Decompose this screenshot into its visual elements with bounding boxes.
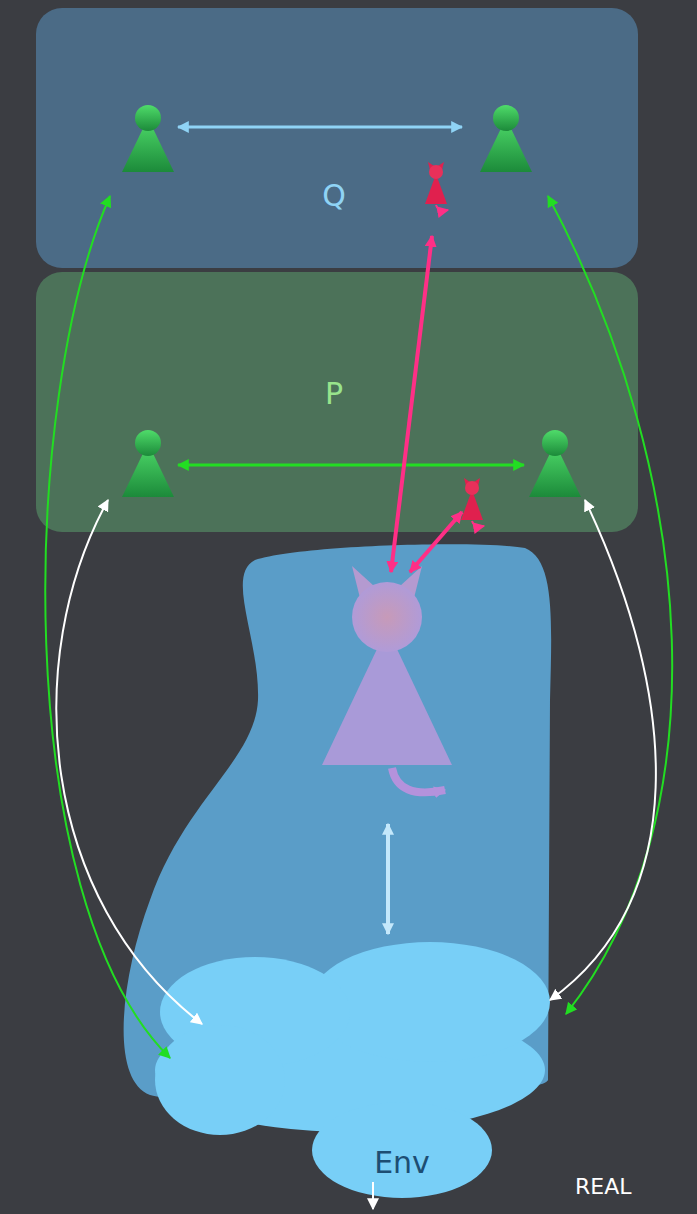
channel-arrow (178, 126, 462, 129)
node-label: P (325, 376, 343, 411)
agent-env-arrow (550, 500, 656, 1000)
adversary-figure (322, 566, 452, 765)
agent-figure (122, 430, 174, 497)
adversary-tail (392, 768, 445, 792)
agent-figure (529, 430, 581, 497)
agent-env-arrow (56, 500, 202, 1024)
agent-figure (480, 105, 532, 172)
adversary-figure (461, 478, 484, 526)
agent-env-arrow (548, 196, 672, 1014)
agent-figure (122, 105, 174, 172)
adversary-env-arrow (386, 824, 390, 934)
realm-label: REAL (575, 1174, 632, 1199)
environment-cloud: Env (155, 940, 555, 1202)
adversary-region (124, 544, 552, 1102)
adversary-figure (425, 162, 448, 210)
cloud-lobe (155, 1025, 285, 1135)
output-arrow (372, 1182, 374, 1209)
world-band: Q (36, 8, 638, 268)
adversary-arrow (391, 236, 432, 572)
cloud-lobe (312, 1102, 492, 1198)
node-label: Env (374, 1145, 430, 1180)
adversary-arrow (410, 512, 462, 572)
cloud-shape (155, 940, 555, 1202)
node-label: Q (322, 178, 346, 213)
channel-arrow (178, 464, 524, 467)
